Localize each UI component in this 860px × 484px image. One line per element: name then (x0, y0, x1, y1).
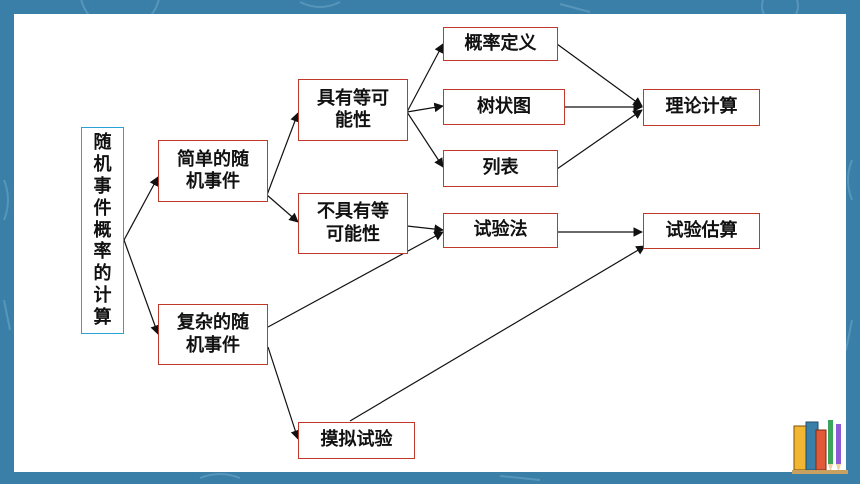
root-node: 随 机 事 件 概 率 的 计 算 (81, 127, 124, 334)
edge-complex-simulation (267, 346, 300, 440)
edge-simple-unequal (266, 194, 299, 223)
node-simulation-experiment: 摸拟试验 (298, 422, 415, 459)
node-experiment-method: 试验法 (443, 213, 558, 248)
edge-root-complex (123, 239, 160, 335)
node-unequal-likelihood: 不具有等 可能性 (298, 193, 408, 254)
node-simple-event: 简单的随 机事件 (158, 140, 268, 202)
edge-equal-definition (406, 43, 444, 113)
node-theoretical-calculation: 理论计算 (643, 89, 760, 126)
edge-complex-experiment (267, 231, 444, 328)
edge-simple-equal (266, 112, 300, 196)
edge-table-theory (556, 109, 643, 170)
edge-simulation-estimate (349, 245, 646, 422)
books-pencils-icon (792, 420, 848, 474)
edge-equal-table (406, 111, 444, 168)
node-equal-likelihood: 具有等可 能性 (298, 79, 408, 141)
node-experimental-estimate: 试验估算 (643, 213, 760, 249)
edge-root-simple (123, 176, 159, 241)
node-table: 列表 (443, 150, 558, 187)
edge-equal-tree (406, 102, 444, 113)
node-probability-definition: 概率定义 (443, 27, 558, 61)
node-complex-event: 复杂的随 机事件 (158, 304, 268, 365)
edge-definition-theory (556, 43, 643, 107)
node-tree-diagram: 树状图 (443, 89, 565, 125)
edge-unequal-experiment (406, 224, 444, 234)
